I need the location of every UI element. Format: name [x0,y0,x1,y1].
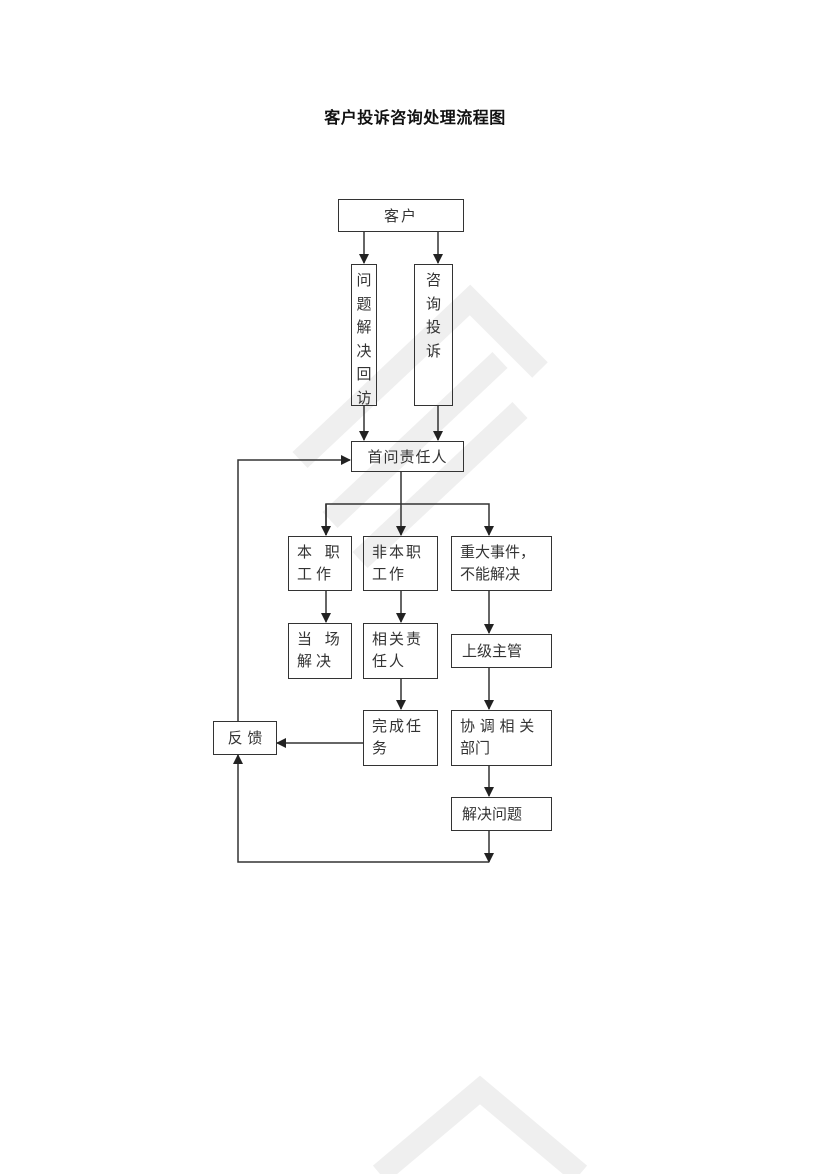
node-own-duty-line2: 工作 [297,565,336,583]
node-consult[interactable]: 咨 询 投 诉 [414,264,453,406]
node-coordinate[interactable]: 协 调 相 关 部门 [451,710,552,766]
node-supervisor-label: 上级主管 [462,642,523,660]
node-major-event-line1: 重大事件， [460,543,536,561]
node-consult-char: 询 [425,294,441,313]
edge-feedback-first-responder [237,455,351,721]
node-revisit[interactable]: 问 题 解 决 回 访 [351,264,377,407]
node-solve-on-spot[interactable]: 当 场 解决 [288,623,352,679]
node-complete-task[interactable]: 完成任 务 [363,710,438,766]
node-revisit-char: 解 [356,318,372,336]
node-responsible-person[interactable]: 相关责 任人 [363,623,438,679]
page-title: 客户投诉咨询处理流程图 [324,108,506,127]
node-consult-char: 咨 [425,271,441,289]
node-own-duty[interactable]: 本 职 工作 [288,536,352,591]
node-feedback[interactable]: 反 馈 [213,721,277,755]
node-consult-char: 诉 [425,341,441,360]
node-first-responder[interactable]: 首问责任人 [351,441,464,472]
node-non-own-duty-line1: 非本职 [372,543,424,561]
node-responsible-person-line1: 相关责 [372,630,424,648]
node-revisit-char: 问 [356,271,372,289]
node-coordinate-line1: 协 调 相 关 [460,717,535,735]
node-revisit-char: 决 [356,341,372,360]
node-complete-task-line2: 务 [372,739,390,757]
node-own-duty-line1: 本 职 [297,543,344,561]
node-revisit-char: 回 [356,365,372,383]
edge-branch-bus [325,503,494,536]
node-solve-on-spot-line2: 解决 [297,652,336,670]
node-non-own-duty-line2: 工作 [372,565,407,583]
node-consult-char: 投 [425,318,441,336]
node-supervisor[interactable]: 上级主管 [451,634,552,668]
node-revisit-char: 题 [356,294,372,313]
node-responsible-person-line2: 任人 [372,652,407,670]
node-complete-task-line1: 完成任 [372,717,424,735]
node-first-responder-label: 首问责任人 [367,447,448,466]
node-feedback-label: 反 馈 [227,729,263,747]
node-coordinate-line2: 部门 [460,739,491,757]
node-resolve[interactable]: 解决问题 [451,797,552,831]
node-customer-label: 客户 [383,206,418,225]
node-major-event-line2: 不能解决 [460,565,521,583]
node-customer[interactable]: 客户 [338,199,464,232]
edge-resolve-feedback [233,754,489,863]
node-solve-on-spot-line1: 当 场 [297,630,344,648]
node-resolve-label: 解决问题 [462,805,523,823]
node-revisit-char: 访 [356,388,372,407]
node-major-event[interactable]: 重大事件， 不能解决 [451,536,552,591]
node-non-own-duty[interactable]: 非本职 工作 [363,536,438,591]
